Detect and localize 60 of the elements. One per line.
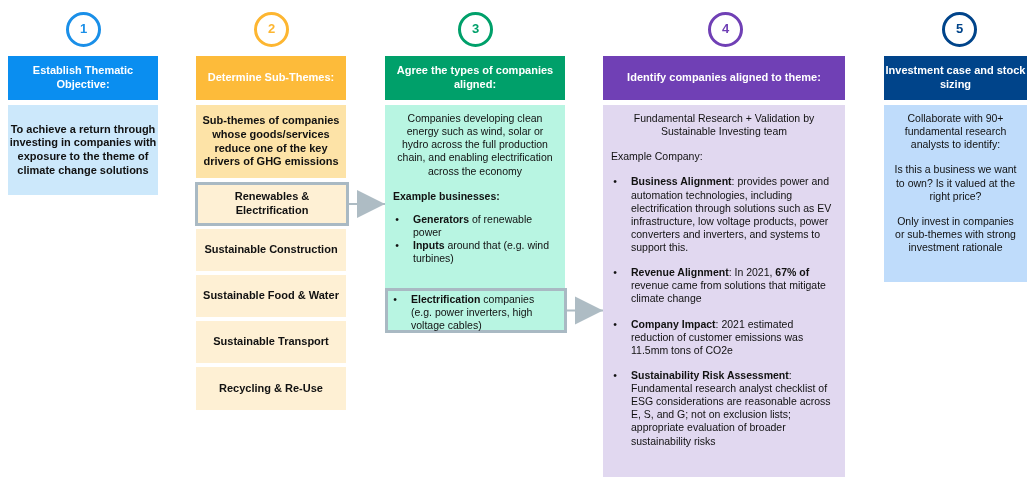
header-text: Determine Sub-Themes: <box>207 71 335 85</box>
bullet-marker: • <box>392 293 398 307</box>
step-header <box>385 56 565 100</box>
bullet-marker: • <box>612 266 618 280</box>
body-text: Companies developing clean energy such as wind, solar or hydro across the full production chain, and enabling electrification across the economy <box>396 112 554 178</box>
bullet-marker: • <box>612 317 618 331</box>
step-number-circle <box>458 12 493 47</box>
step-panel <box>884 105 1027 282</box>
step-panel <box>196 105 346 178</box>
header-text: Identify companies aligned to theme: <box>627 71 821 85</box>
body-text: Renewables & Electrification <box>233 190 311 218</box>
step-panel <box>385 105 565 333</box>
step-number: 2 <box>267 21 276 38</box>
header-text: Agree the types of companies aligned: <box>395 64 555 92</box>
sub-theme-box <box>196 275 346 317</box>
header-text: Investment case and stock sizing <box>884 64 1027 92</box>
sub-theme-box <box>195 182 349 226</box>
highlight-box <box>385 288 567 333</box>
sub-theme-box <box>196 321 346 363</box>
step-header <box>8 56 158 100</box>
step-number: 1 <box>79 21 88 38</box>
step-header <box>196 56 346 100</box>
step-panel <box>603 105 845 477</box>
bullet-text: Company Impact: 2021 estimated reduction of customer emissions was 11.5mm tons of CO2e <box>631 317 805 357</box>
step-panel <box>8 105 158 195</box>
step-number-circle <box>942 12 977 47</box>
header-text: Establish Thematic Objective: <box>31 64 135 92</box>
step-number: 3 <box>471 21 480 38</box>
body-text: Recycling & Re-Use <box>219 381 323 396</box>
bullet-text: Business Alignment: provides power and automation technologies, including electrification through solutions such as EV infrastructure, low voltage products, power converters and inverters, and systems to support this. <box>631 175 833 255</box>
bullet-marker: • <box>394 239 400 253</box>
bullet-marker: • <box>612 175 618 189</box>
step-number: 5 <box>955 21 964 38</box>
bullet-text: Inputs around that (e.g. wind turbines) <box>413 239 550 266</box>
bullet-marker: • <box>394 212 400 226</box>
step-header <box>603 56 845 100</box>
chevron-arrow <box>348 190 386 218</box>
body-text: Is this a business we want to own? Is it valued at the right price? <box>893 163 1018 203</box>
body-text: To achieve a return through investing in companies with exposure to the theme of climate change solutions <box>8 122 158 178</box>
bullet-marker: • <box>612 368 618 382</box>
bullet-text: Electrification companies (e.g. power inverters, high voltage cables) <box>411 293 536 333</box>
body-text: Sustainable Construction <box>204 243 338 257</box>
body-text: Sustainable Transport <box>213 335 329 349</box>
body-text: Sustainable Food & Water <box>203 289 339 303</box>
body-text: Example businesses: <box>393 189 501 203</box>
body-text: Fundamental Research + Validation by Sustainable Investing team <box>632 112 816 139</box>
body-text: Collaborate with 90+ fundamental research analysts to identify: <box>903 112 1008 152</box>
step-number: 4 <box>721 21 730 38</box>
step-number-circle <box>66 12 101 47</box>
sub-theme-box <box>196 229 346 271</box>
bullet-text: Revenue Alignment: In 2021, 67% of revenue came from solutions that mitigate climate change <box>631 266 827 306</box>
step-header <box>884 56 1027 100</box>
body-text: Only invest in companies or sub-themes with strong investment rationale <box>894 214 1017 255</box>
chevron-arrow <box>566 296 604 325</box>
sub-theme-box <box>196 367 346 410</box>
bullet-text: Sustainability Risk Assessment: Fundamental research analyst checklist of ESG considerations are reasonable across E, S, and G; not on exclusion lists; appropriate evaluation of broader sustainability risks <box>631 368 832 448</box>
step-number-circle <box>254 12 289 47</box>
body-text: Example Company: <box>611 150 704 164</box>
step-number-circle <box>708 12 743 47</box>
body-text: Sub-themes of companies whose goods/services reduce one of the key drivers of GHG emissions <box>201 114 341 169</box>
